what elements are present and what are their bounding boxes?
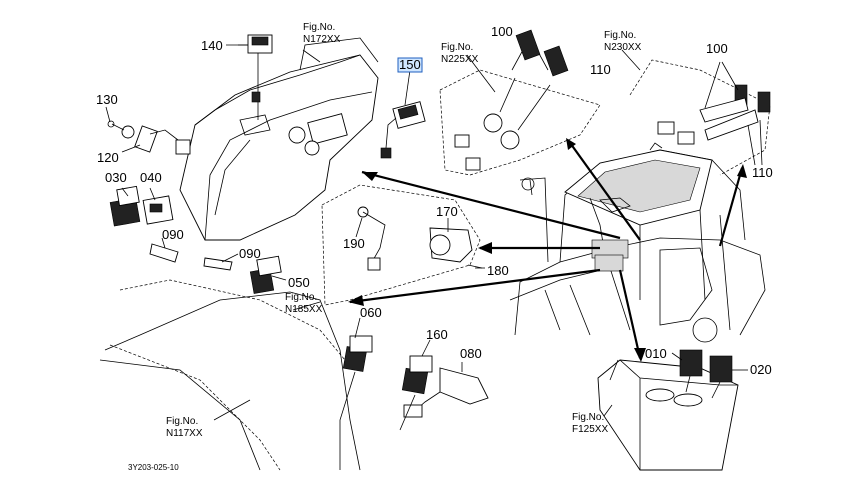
dashboard-panel — [179, 37, 379, 241]
callout-030[interactable]: 030 — [105, 170, 127, 185]
leader-160 — [399, 394, 416, 431]
part-060-switch — [342, 335, 373, 372]
callout-080[interactable]: 080 — [460, 346, 482, 361]
callout-010[interactable]: 010 — [645, 346, 667, 361]
callout-090-lower[interactable]: 090 — [239, 246, 261, 261]
callout-060[interactable]: 060 — [360, 305, 382, 320]
part-040-switch — [142, 195, 174, 225]
inset-n225 — [439, 29, 601, 176]
fig-n117-ref[interactable]: N117XX — [166, 428, 203, 439]
fig-f125-ref[interactable]: F125XX — [572, 424, 608, 435]
highlight-150 — [397, 57, 423, 73]
leader-arrows — [348, 138, 747, 362]
callout-130[interactable]: 130 — [96, 92, 118, 107]
part-080-cover — [403, 367, 489, 418]
callout-020[interactable]: 020 — [750, 362, 772, 377]
callout-090-upper[interactable]: 090 — [162, 227, 184, 242]
callout-120[interactable]: 120 — [97, 150, 119, 165]
fig-n225-ref[interactable]: N225XX — [441, 54, 479, 65]
callout-110-right[interactable]: 110 — [752, 165, 773, 180]
part-050-switch — [249, 255, 282, 294]
tractor-drawing — [509, 142, 766, 343]
fig-n172-prefix: Fig.No. — [303, 22, 335, 33]
callout-110-left[interactable]: 110 — [590, 62, 611, 77]
inset-n185 — [321, 184, 483, 306]
callout-050[interactable]: 050 — [288, 275, 310, 290]
callout-040[interactable]: 040 — [140, 170, 162, 185]
fig-n230-prefix: Fig.No. — [604, 30, 636, 41]
part-150-switch — [380, 101, 426, 159]
console-f125 — [597, 349, 739, 471]
callout-100-left[interactable]: 100 — [491, 24, 513, 39]
fender-outline — [99, 279, 361, 471]
inset-n230 — [629, 59, 771, 176]
callout-150[interactable]: 150 — [399, 57, 421, 72]
diagram-code: 3Y203-025-10 — [128, 463, 179, 472]
part-090-cover — [149, 243, 233, 271]
callout-170[interactable]: 170 — [436, 204, 458, 219]
part-120-130-harness — [107, 120, 191, 155]
callout-160[interactable]: 160 — [426, 327, 448, 342]
fig-n117-prefix: Fig.No. — [166, 416, 198, 427]
fig-n225-prefix: Fig.No. — [441, 42, 473, 53]
callout-100-right[interactable]: 100 — [706, 41, 728, 56]
callout-180[interactable]: 180 — [487, 263, 509, 278]
callout-190[interactable]: 190 — [343, 236, 365, 251]
fig-n185-ref[interactable]: N185XX — [285, 304, 323, 315]
fig-f125-prefix: Fig.No. — [572, 412, 604, 423]
callout-140[interactable]: 140 — [201, 38, 223, 53]
callout-leaders — [105, 44, 748, 421]
fig-n230-ref[interactable]: N230XX — [604, 42, 642, 53]
fig-n185-prefix: Fig.No. — [285, 292, 317, 303]
part-160-switch — [401, 355, 433, 395]
leader-060 — [339, 371, 356, 470]
fig-n172-ref[interactable]: N172XX — [303, 34, 341, 45]
